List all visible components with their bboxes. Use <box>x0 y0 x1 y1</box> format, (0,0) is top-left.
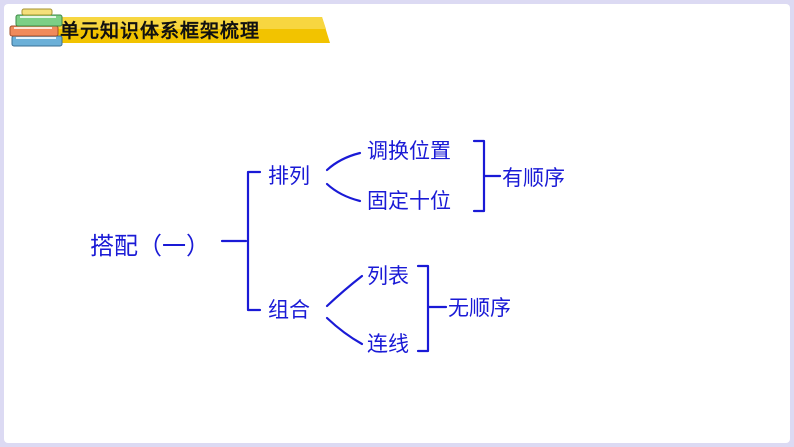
branch1-child-swap: 调换位置 <box>367 139 451 163</box>
branch2-fork-upper <box>325 274 364 308</box>
branch-label-permutation: 排列 <box>268 164 310 188</box>
branch-label-combination: 组合 <box>268 298 310 322</box>
page-title: 单元知识体系框架梳理 <box>60 20 261 42</box>
branch2-child-list: 列表 <box>367 264 409 288</box>
branch2-bracket <box>416 264 448 353</box>
branch1-bracket <box>472 139 502 213</box>
branch1-fork-lower <box>325 182 362 203</box>
branch1-summary: 有顺序 <box>502 166 565 190</box>
header-bar <box>30 17 330 43</box>
branch2-child-connect: 连线 <box>367 332 409 356</box>
branch2-summary: 无顺序 <box>448 296 511 320</box>
root-node: 搭配（一） <box>90 232 210 260</box>
book-stack-icon <box>9 8 63 47</box>
slide-canvas <box>4 4 790 443</box>
branch1-child-fix: 固定十位 <box>367 189 451 213</box>
branch2-fork-lower <box>325 316 364 346</box>
branch1-fork-upper <box>325 151 362 172</box>
main-bracket <box>246 170 262 312</box>
